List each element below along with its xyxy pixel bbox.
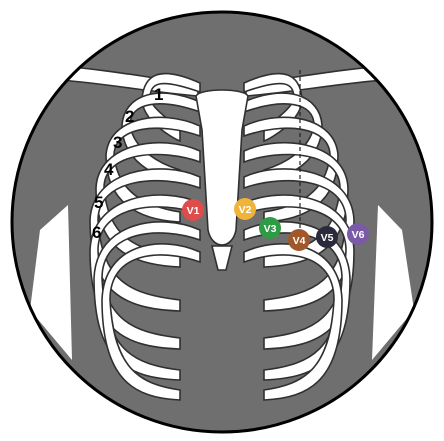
electrode-v6-label: V6: [352, 229, 365, 241]
electrode-v5: V5: [316, 226, 338, 248]
rib-number-6: 6: [92, 223, 101, 242]
electrode-v6: V6: [347, 223, 369, 245]
rib-number-4: 4: [104, 160, 114, 179]
electrode-v4: V4: [288, 229, 310, 251]
electrode-v5-label: V5: [321, 232, 334, 244]
electrode-v4-label: V4: [293, 235, 306, 247]
rib-number-5: 5: [94, 193, 103, 212]
electrode-v3: V3: [259, 217, 281, 239]
electrode-v1: V1: [182, 199, 204, 221]
electrode-v2: V2: [234, 198, 256, 220]
rib-number-1: 1: [154, 85, 163, 104]
rib-number-3: 3: [113, 133, 122, 152]
electrode-v1-label: V1: [187, 205, 200, 217]
rib-number-2: 2: [125, 107, 134, 126]
electrode-v3-label: V3: [264, 223, 277, 235]
electrode-v2-label: V2: [239, 204, 252, 216]
